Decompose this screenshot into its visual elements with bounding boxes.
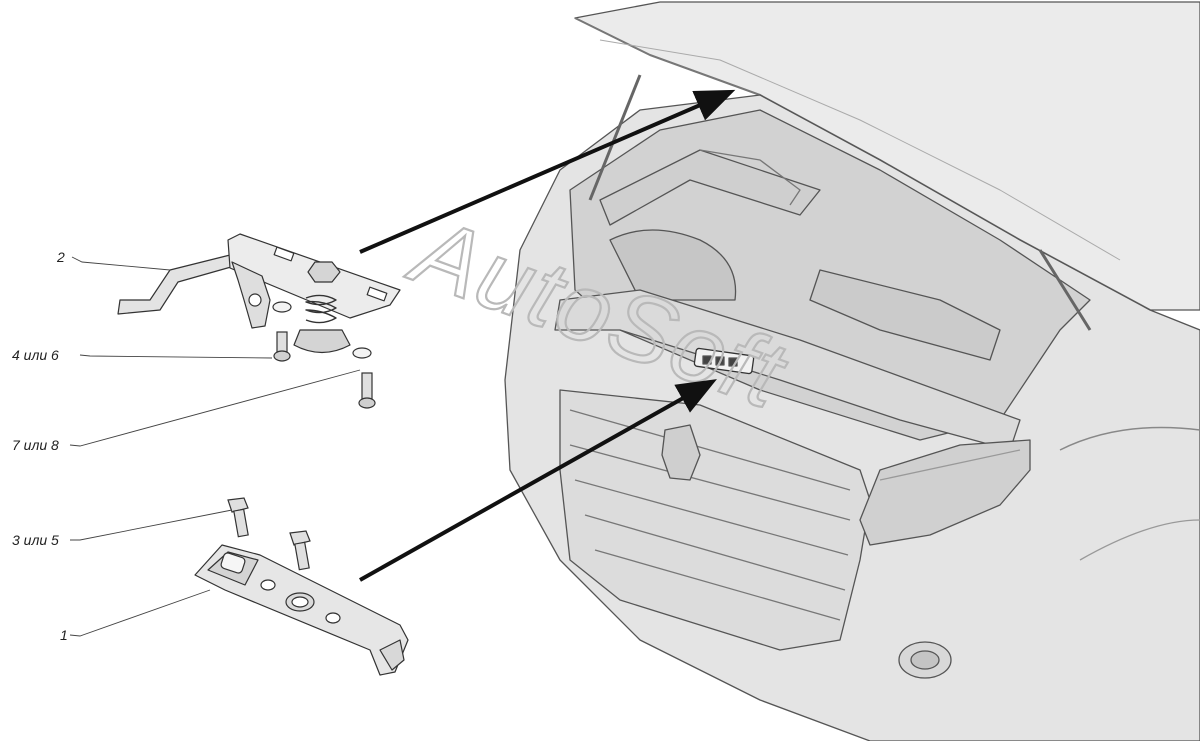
bolt-3-or-5 [227, 497, 311, 571]
arrow-to-hood-latch [359, 89, 736, 254]
callout-7-or-8: 7 или 8 [12, 437, 59, 453]
front-grille [559, 389, 871, 651]
part-striker-bracket [194, 544, 409, 676]
headlight [859, 439, 1031, 546]
vehicle-front [504, 1, 1200, 741]
callout-1: 1 [60, 627, 68, 643]
pointer-arrows [359, 89, 736, 582]
safety-catch-arm [117, 254, 239, 315]
callout-4-or-6: 4 или 6 [12, 347, 59, 363]
bolt-7-or-8 [358, 372, 376, 409]
part-latch-assembly [117, 233, 401, 359]
arrow-to-crossmember-latch [359, 379, 717, 582]
callout-labels: 2 4 или 6 7 или 8 3 или 5 1 [12, 249, 68, 643]
bolt-4-or-6 [273, 331, 291, 362]
callout-leaders [69, 256, 361, 637]
callout-2: 2 [56, 249, 65, 265]
callout-3-or-5: 3 или 5 [12, 532, 59, 548]
